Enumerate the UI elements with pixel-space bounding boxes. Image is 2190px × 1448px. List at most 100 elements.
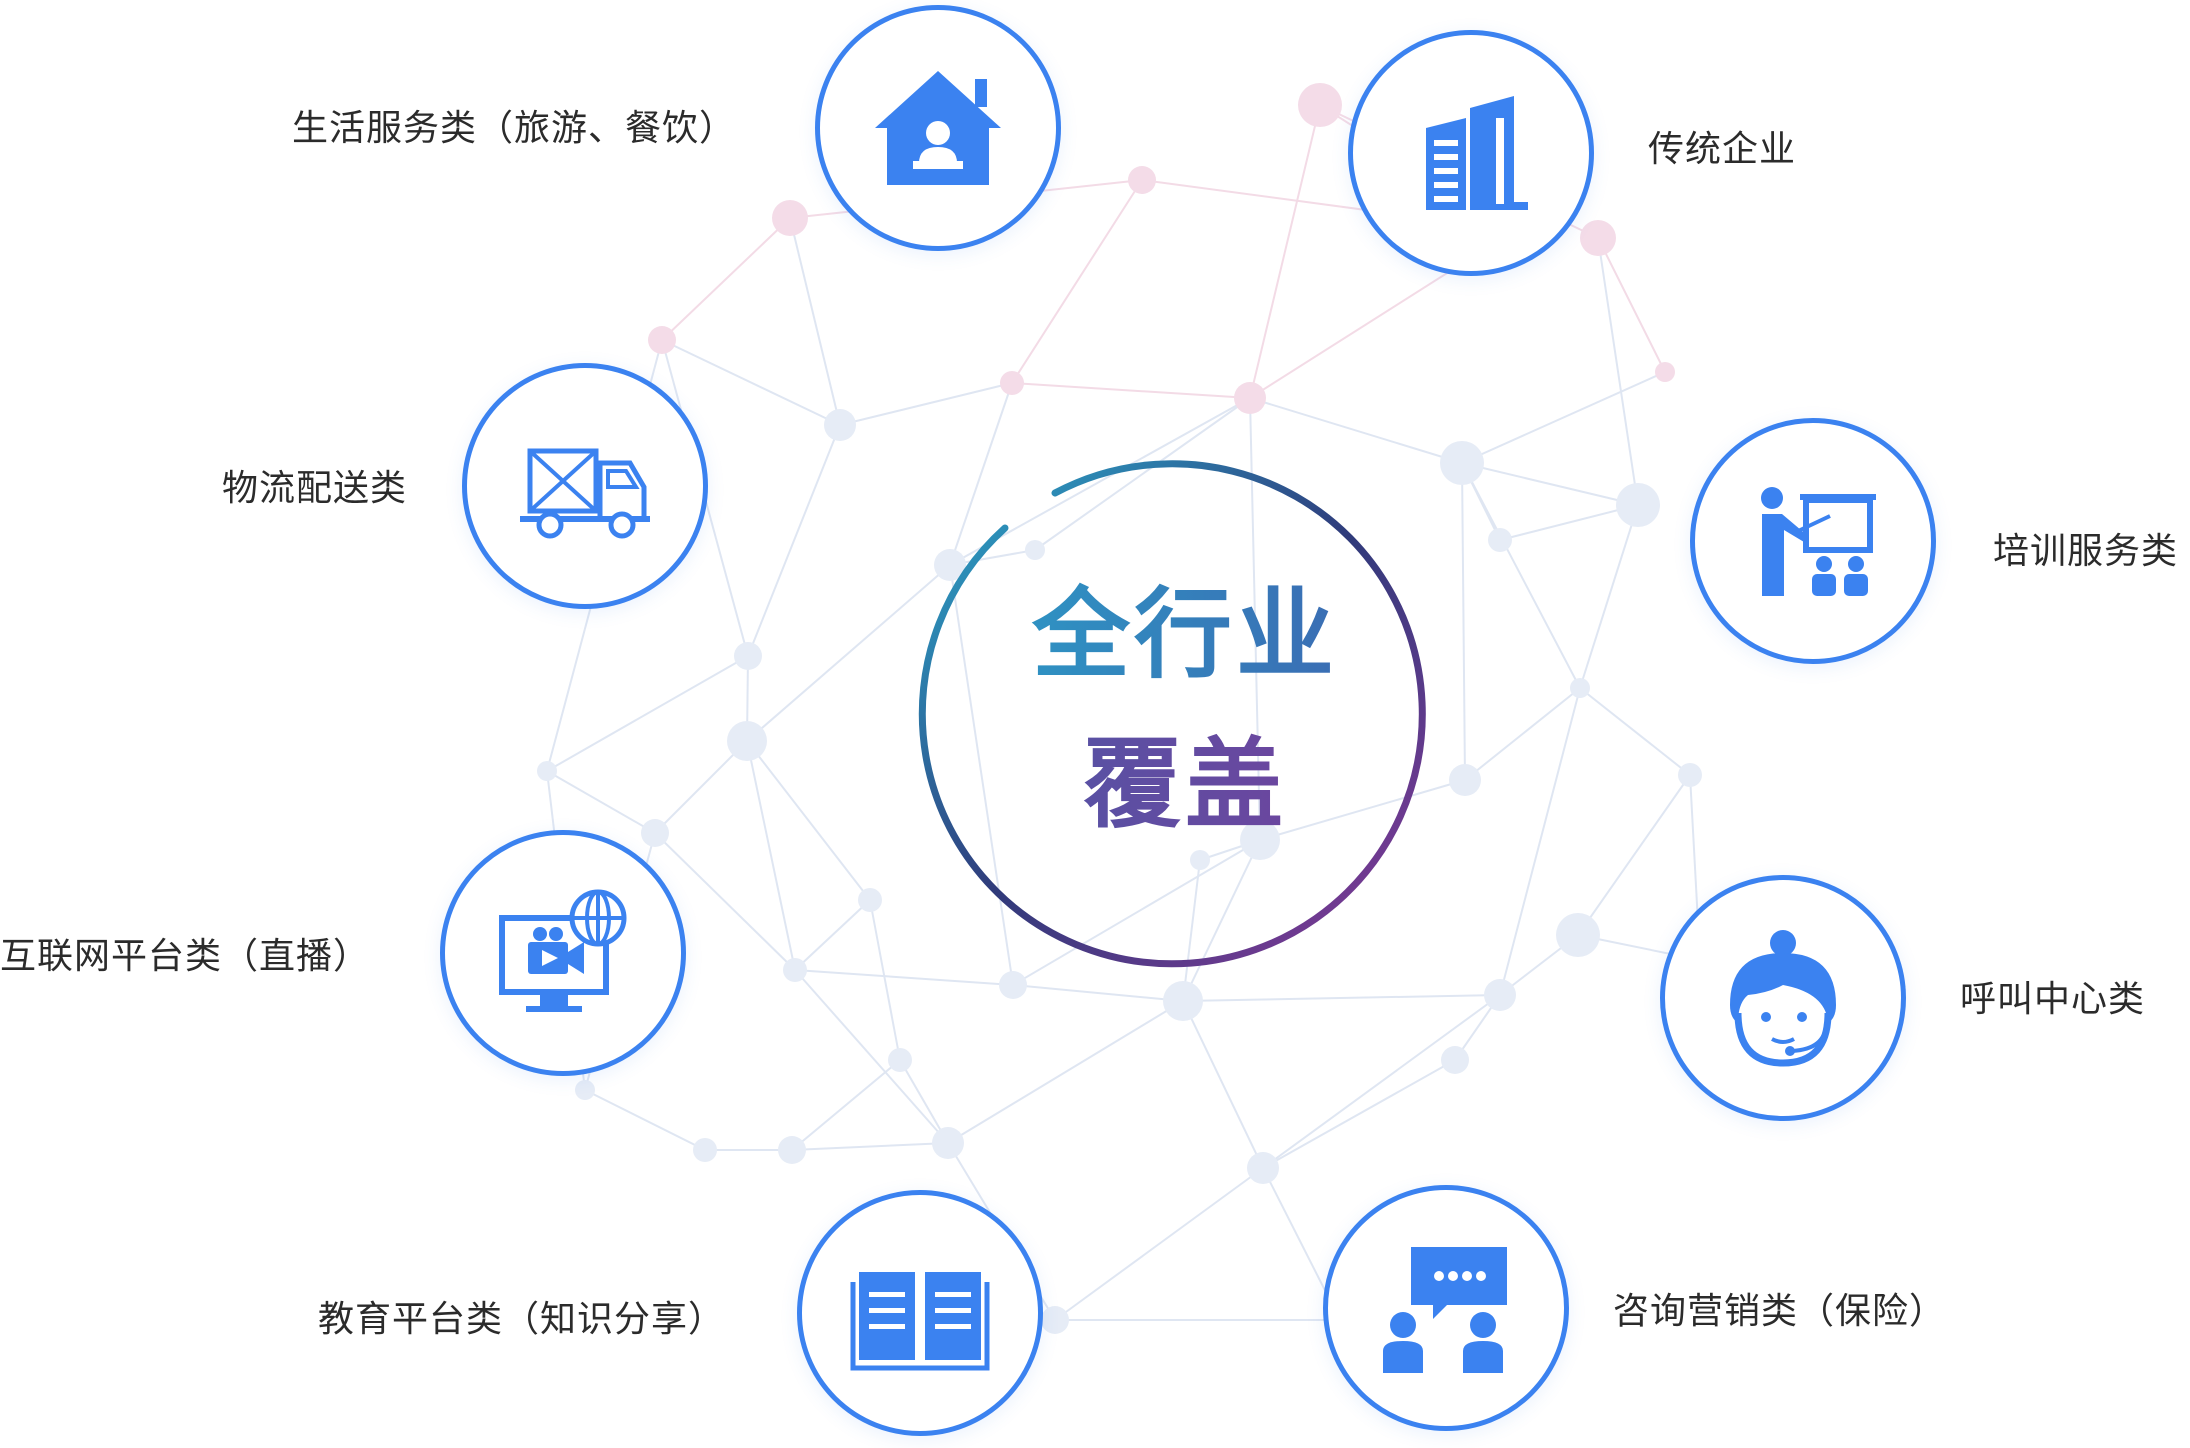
network-link: [791, 1059, 901, 1151]
network-link: [1182, 994, 1501, 1002]
network-node: [1488, 528, 1512, 552]
category-label-internet-platform: 互联网平台类（直播）: [0, 936, 371, 977]
category-label-call-center: 呼叫中心类: [1960, 979, 2146, 1020]
consultation-chat-icon: [1383, 1247, 1507, 1373]
category-label-training: 培训服务类: [1993, 531, 2179, 572]
network-link: [1012, 839, 1261, 986]
category-life-services[interactable]: [815, 5, 1061, 251]
delivery-truck-icon: [520, 448, 650, 539]
house-presenter-icon: [875, 71, 1001, 185]
category-label-life-services: 生活服务类（旅游、餐饮）: [292, 108, 737, 149]
network-link: [1182, 839, 1261, 1002]
network-link: [949, 564, 1014, 986]
center-ring: [918, 460, 1426, 968]
network-node: [693, 1138, 717, 1162]
network-link: [1461, 462, 1639, 506]
network-node: [1556, 913, 1600, 957]
network-link: [1499, 687, 1581, 996]
network-node: [1163, 981, 1203, 1021]
network-node: [1128, 166, 1156, 194]
network-link: [747, 424, 841, 657]
category-call-center[interactable]: [1660, 875, 1906, 1121]
network-link: [654, 832, 796, 971]
network-link: [746, 740, 796, 971]
network-link: [1579, 504, 1639, 689]
network-node: [1678, 763, 1702, 787]
network-link: [794, 969, 1014, 986]
network-node: [1234, 382, 1266, 414]
category-training[interactable]: [1690, 418, 1936, 664]
network-node: [999, 971, 1027, 999]
network-link: [546, 655, 749, 772]
network-link: [1262, 994, 1501, 1169]
network-link: [1597, 237, 1639, 506]
network-link: [794, 969, 949, 1144]
network-link: [584, 1089, 706, 1151]
network-link: [1577, 774, 1691, 936]
network-link: [1499, 504, 1639, 541]
network-node: [772, 200, 808, 236]
network-link: [1461, 371, 1666, 464]
network-link: [1054, 1167, 1264, 1321]
network-node: [1441, 1046, 1469, 1074]
network-link: [661, 217, 791, 341]
category-consulting-marketing[interactable]: [1323, 1185, 1569, 1431]
network-node: [537, 761, 557, 781]
network-node: [1041, 1306, 1069, 1334]
network-node: [1190, 850, 1210, 870]
headset-agent-icon: [1730, 930, 1836, 1067]
network-node: [783, 958, 807, 982]
network-link: [1579, 687, 1691, 776]
network-link: [1011, 179, 1143, 384]
network-node: [1655, 362, 1675, 382]
network-node: [932, 1127, 964, 1159]
category-traditional-enterprise[interactable]: [1348, 30, 1594, 276]
category-internet-platform[interactable]: [440, 830, 686, 1076]
network-node: [648, 326, 676, 354]
open-book-icon: [850, 1272, 990, 1371]
training-board-icon: [1761, 487, 1876, 596]
network-link: [1249, 397, 1463, 464]
center-title-line1: 全行业: [905, 560, 1465, 710]
network-link: [794, 899, 871, 971]
network-node: [934, 549, 966, 581]
network-node: [858, 888, 882, 912]
network-link: [949, 382, 1013, 566]
network-link: [1259, 779, 1466, 841]
network-link: [839, 382, 1013, 426]
network-node: [734, 642, 762, 670]
network-link: [1262, 1059, 1456, 1169]
network-link: [1182, 1000, 1264, 1169]
network-link: [746, 740, 871, 901]
network-link: [1012, 984, 1184, 1002]
network-node: [1240, 820, 1280, 860]
network-link: [1034, 397, 1251, 551]
category-label-education-platform: 教育平台类（知识分享）: [318, 1299, 726, 1340]
network-link: [1461, 462, 1466, 781]
network-node: [778, 1136, 806, 1164]
network-link: [1249, 104, 1321, 399]
network-link: [1249, 397, 1261, 841]
network-link: [546, 770, 656, 834]
network-node: [1484, 979, 1516, 1011]
network-link: [1461, 462, 1581, 689]
network-link: [947, 1000, 1184, 1144]
network-node: [824, 409, 856, 441]
network-link: [661, 339, 841, 426]
category-label-consulting-marketing: 咨询营销类（保险）: [1613, 1291, 1947, 1332]
network-link: [654, 740, 748, 834]
network-link: [1464, 687, 1581, 781]
network-node: [1440, 441, 1484, 485]
network-node: [888, 1048, 912, 1072]
network-link: [1182, 859, 1201, 1002]
network-node: [1616, 483, 1660, 527]
center-title: 全行业 覆盖: [905, 560, 1465, 860]
network-node: [641, 819, 669, 847]
category-logistics[interactable]: [462, 363, 708, 609]
network-node: [1298, 83, 1342, 127]
category-education-platform[interactable]: [797, 1190, 1043, 1436]
network-node: [1580, 220, 1616, 256]
network-node: [1025, 540, 1045, 560]
monitor-globe-video-icon: [499, 889, 627, 1012]
category-label-traditional-enterprise: 传统企业: [1648, 129, 1797, 170]
